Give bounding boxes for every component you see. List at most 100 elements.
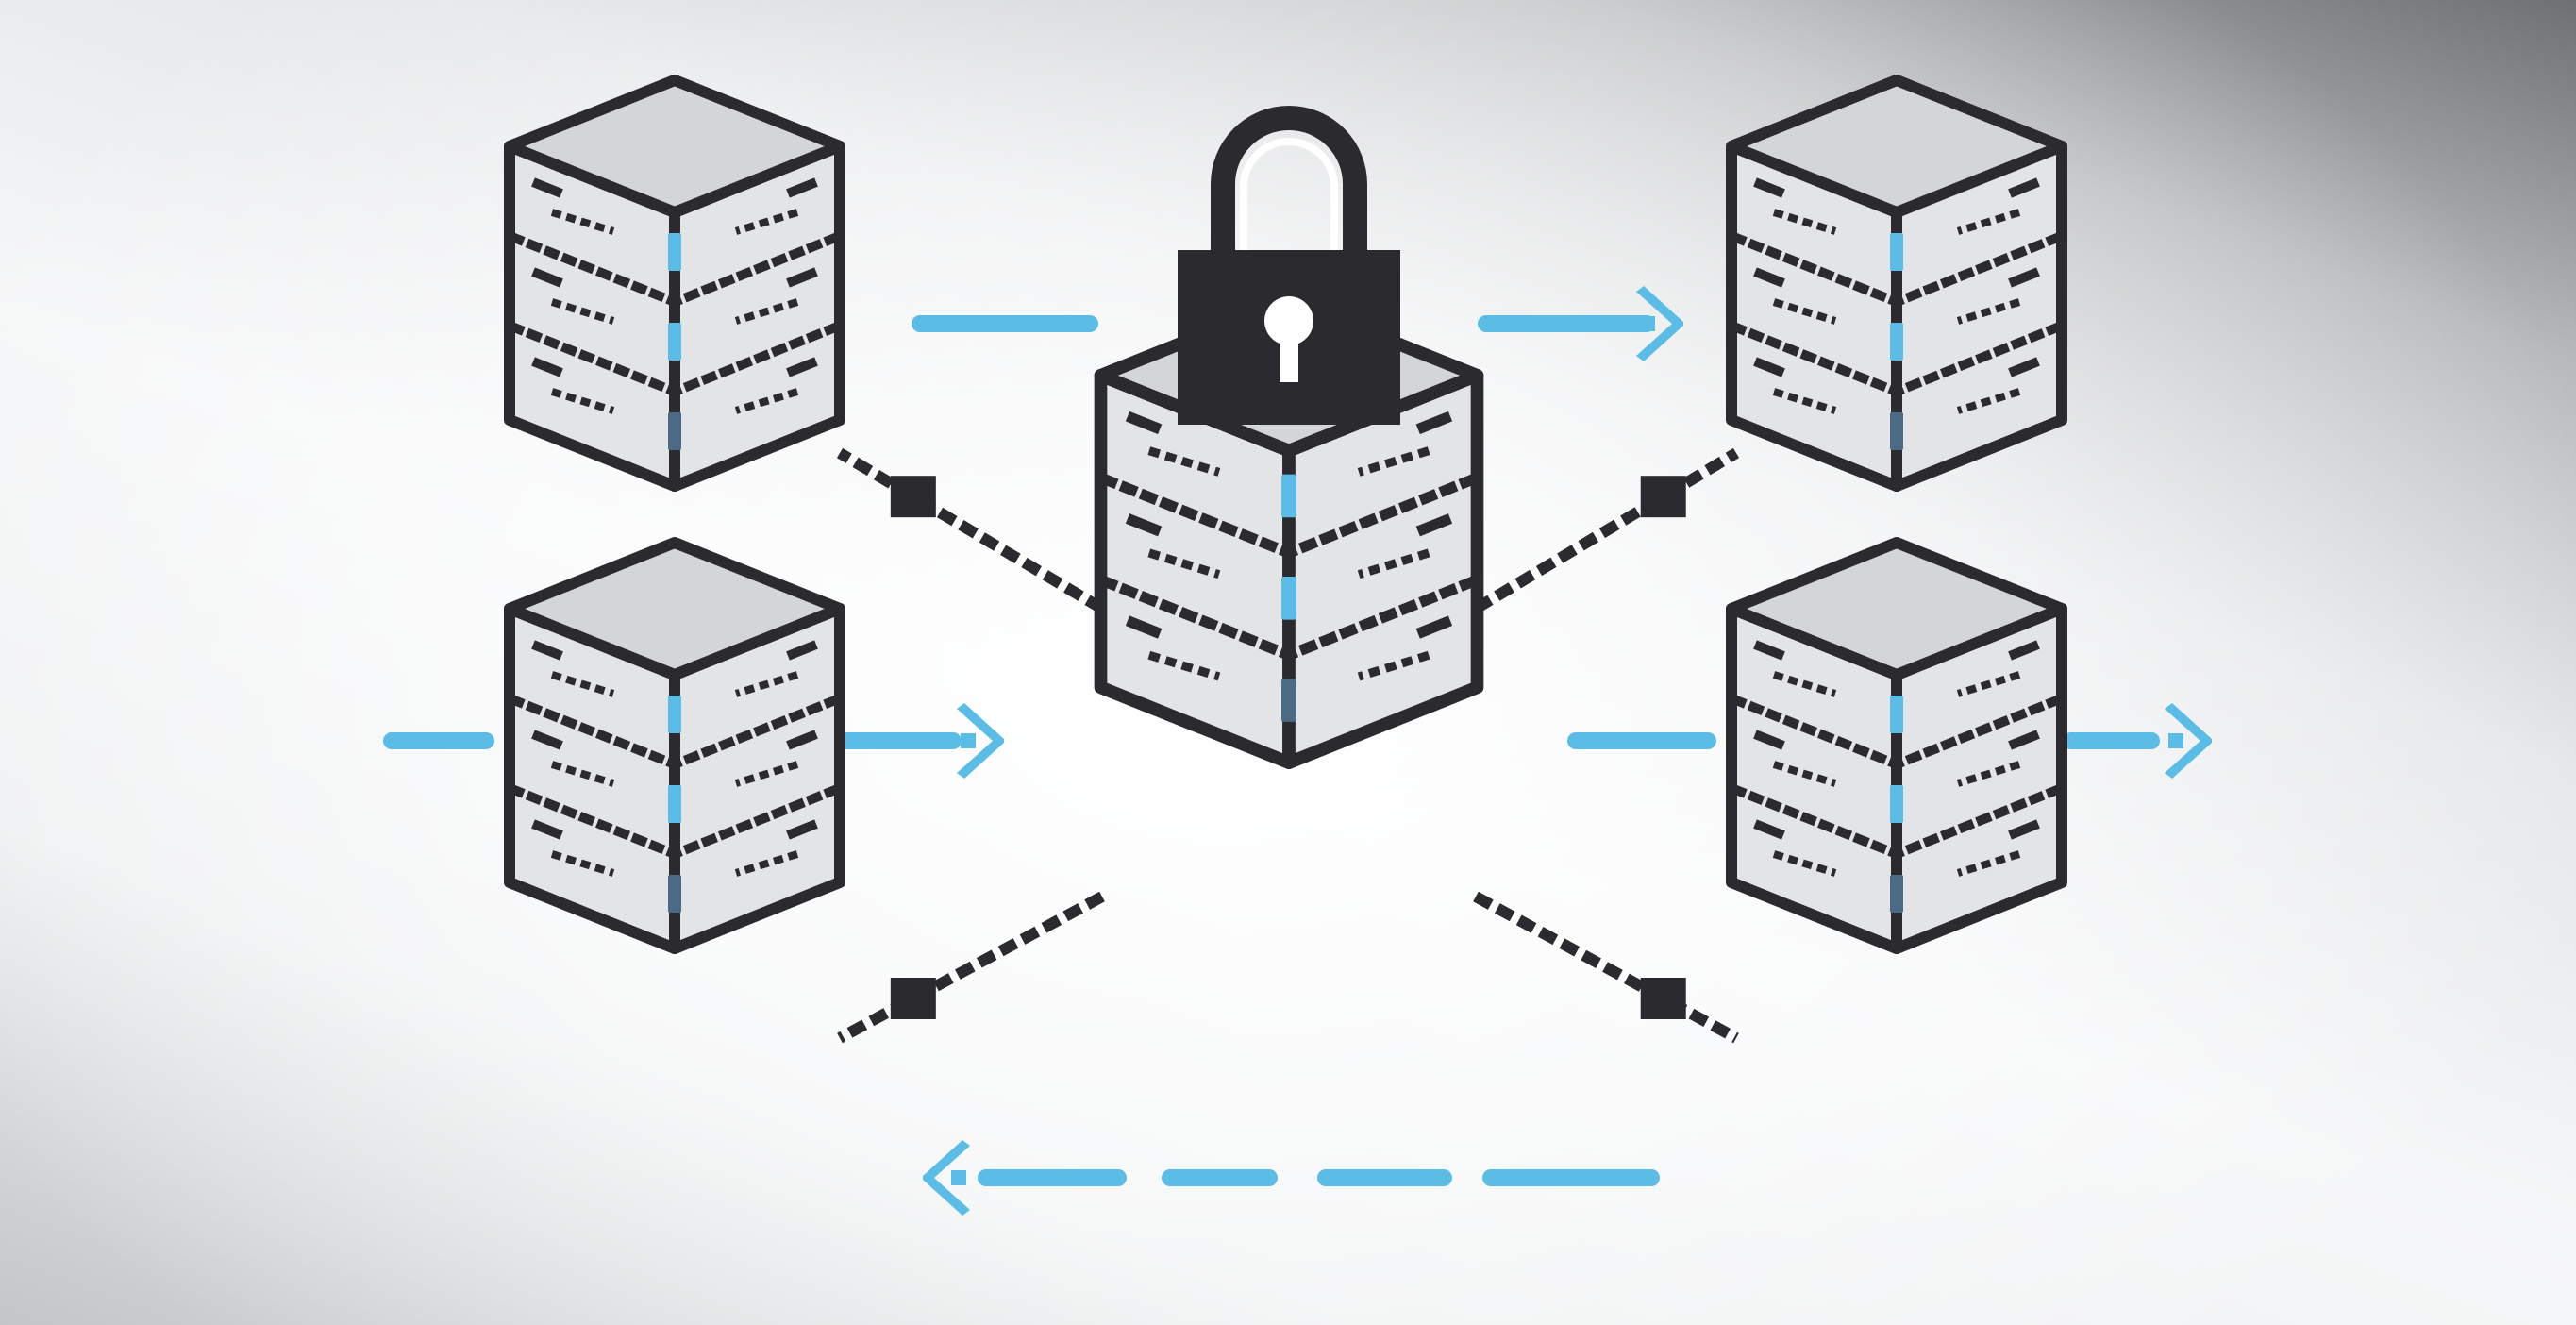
server-indicator-light — [1281, 679, 1296, 722]
server-vent — [550, 298, 615, 325]
server-top-face — [504, 537, 845, 680]
server-bottom-left — [504, 537, 845, 954]
flow-arrow-top-left-to-top-right — [912, 286, 1683, 361]
arrowhead-notch — [1640, 316, 1655, 331]
arrowhead-icon — [2165, 703, 2212, 779]
server-shelf-line — [1098, 472, 1480, 560]
arrowhead-shape — [1636, 286, 1683, 361]
arrowhead-shape — [957, 703, 1004, 779]
server-shelf-line — [508, 231, 842, 308]
server-vent — [1956, 671, 2021, 697]
arrowhead-notch — [961, 733, 976, 748]
server-indicator-light — [1890, 696, 1903, 733]
server-indicator-light — [668, 875, 681, 913]
server-shelf-line — [1730, 694, 2064, 770]
server-unit-slot — [1415, 615, 1453, 639]
server-vent — [734, 388, 799, 414]
server-vent — [550, 671, 615, 697]
server-vent — [734, 298, 799, 325]
padlock-keyhole-slot — [1280, 326, 1298, 382]
server-top-face — [1726, 537, 2067, 680]
flow-arrow-bottom-right-to-bottom-left — [923, 1140, 1660, 1216]
server-vent — [1956, 388, 2021, 414]
server-top-face — [1726, 75, 2067, 218]
server-unit-slot — [786, 357, 818, 377]
server-unit-slot — [2008, 267, 2040, 288]
server-vent — [734, 761, 799, 787]
server-unit-slot — [2008, 640, 2040, 661]
server-unit-slot — [786, 819, 818, 840]
server-unit-slot — [786, 640, 818, 661]
padlock-shackle — [1211, 106, 1367, 250]
link-line — [1473, 891, 1739, 1044]
link-connector-block — [890, 476, 936, 518]
server-vent — [550, 388, 615, 414]
server-unit-slot — [1753, 640, 1785, 661]
server-indicator-light — [668, 233, 681, 271]
server-unit-slot — [531, 177, 563, 198]
server-shelf-line — [508, 783, 842, 860]
server-unit-slot — [1753, 267, 1785, 288]
server-vent — [550, 761, 615, 787]
server-shelf-line — [508, 694, 842, 770]
server-unit-slot — [531, 730, 563, 750]
server-vent — [1772, 850, 1837, 877]
server-vent — [1772, 671, 1837, 697]
server-unit-slot — [2008, 730, 2040, 750]
server-unit-slot — [531, 267, 563, 288]
server-indicator-light — [1890, 323, 1903, 361]
server-indicator-light — [1281, 576, 1296, 620]
server-indicator-light — [668, 696, 681, 733]
server-unit-slot — [1415, 513, 1453, 537]
server-indicator-light — [1890, 785, 1903, 823]
server-indicator-light — [1890, 875, 1903, 913]
link-line — [837, 891, 1105, 1044]
server-vent — [1772, 209, 1837, 235]
server-top-right — [1726, 75, 2067, 492]
link-center-to-bottom-right — [1473, 891, 1739, 1044]
server-unit-slot — [531, 819, 563, 840]
server-vent — [1956, 209, 2021, 235]
server-indicator-light — [1890, 412, 1903, 450]
server-bottom-right — [1726, 537, 2067, 954]
arrowhead-notch — [2168, 733, 2183, 748]
server-indicator-light — [1281, 474, 1296, 518]
server-vent — [1956, 298, 2021, 325]
link-connector-block — [890, 978, 936, 1019]
server-indicator-light — [668, 785, 681, 823]
server-vent — [1956, 850, 2021, 877]
server-unit-slot — [2008, 177, 2040, 198]
server-unit-slot — [1125, 513, 1163, 537]
link-connector-block — [1640, 476, 1686, 518]
server-vent — [734, 671, 799, 697]
server-vent — [550, 209, 615, 235]
server-unit-slot — [786, 177, 818, 198]
server-shelf-line — [1730, 231, 2064, 308]
server-shelf-line — [1730, 321, 2064, 397]
server-unit-slot — [786, 730, 818, 750]
server-unit-slot — [531, 357, 563, 377]
server-vent — [1956, 761, 2021, 787]
server-vent — [734, 209, 799, 235]
server-unit-slot — [1125, 411, 1163, 435]
arrowhead-shape — [923, 1140, 970, 1216]
server-unit-slot — [1753, 819, 1785, 840]
server-top-face — [504, 75, 845, 218]
server-unit-slot — [1753, 730, 1785, 750]
arrowhead-icon — [923, 1140, 970, 1216]
server-vent — [1772, 388, 1837, 414]
server-indicator-light — [668, 323, 681, 361]
arrowhead-icon — [957, 703, 1004, 779]
server-shelf-line — [1730, 783, 2064, 860]
server-vent — [1357, 650, 1430, 681]
arrowhead-icon — [1636, 286, 1683, 361]
arrowhead-shape — [2165, 703, 2212, 779]
padlock-shackle-highlight — [1240, 138, 1338, 250]
link-center-to-top-left — [836, 447, 1106, 614]
server-indicator-light — [668, 412, 681, 450]
padlock-icon — [1178, 106, 1400, 425]
server-vent — [1772, 761, 1837, 787]
server-vent — [1357, 548, 1430, 579]
